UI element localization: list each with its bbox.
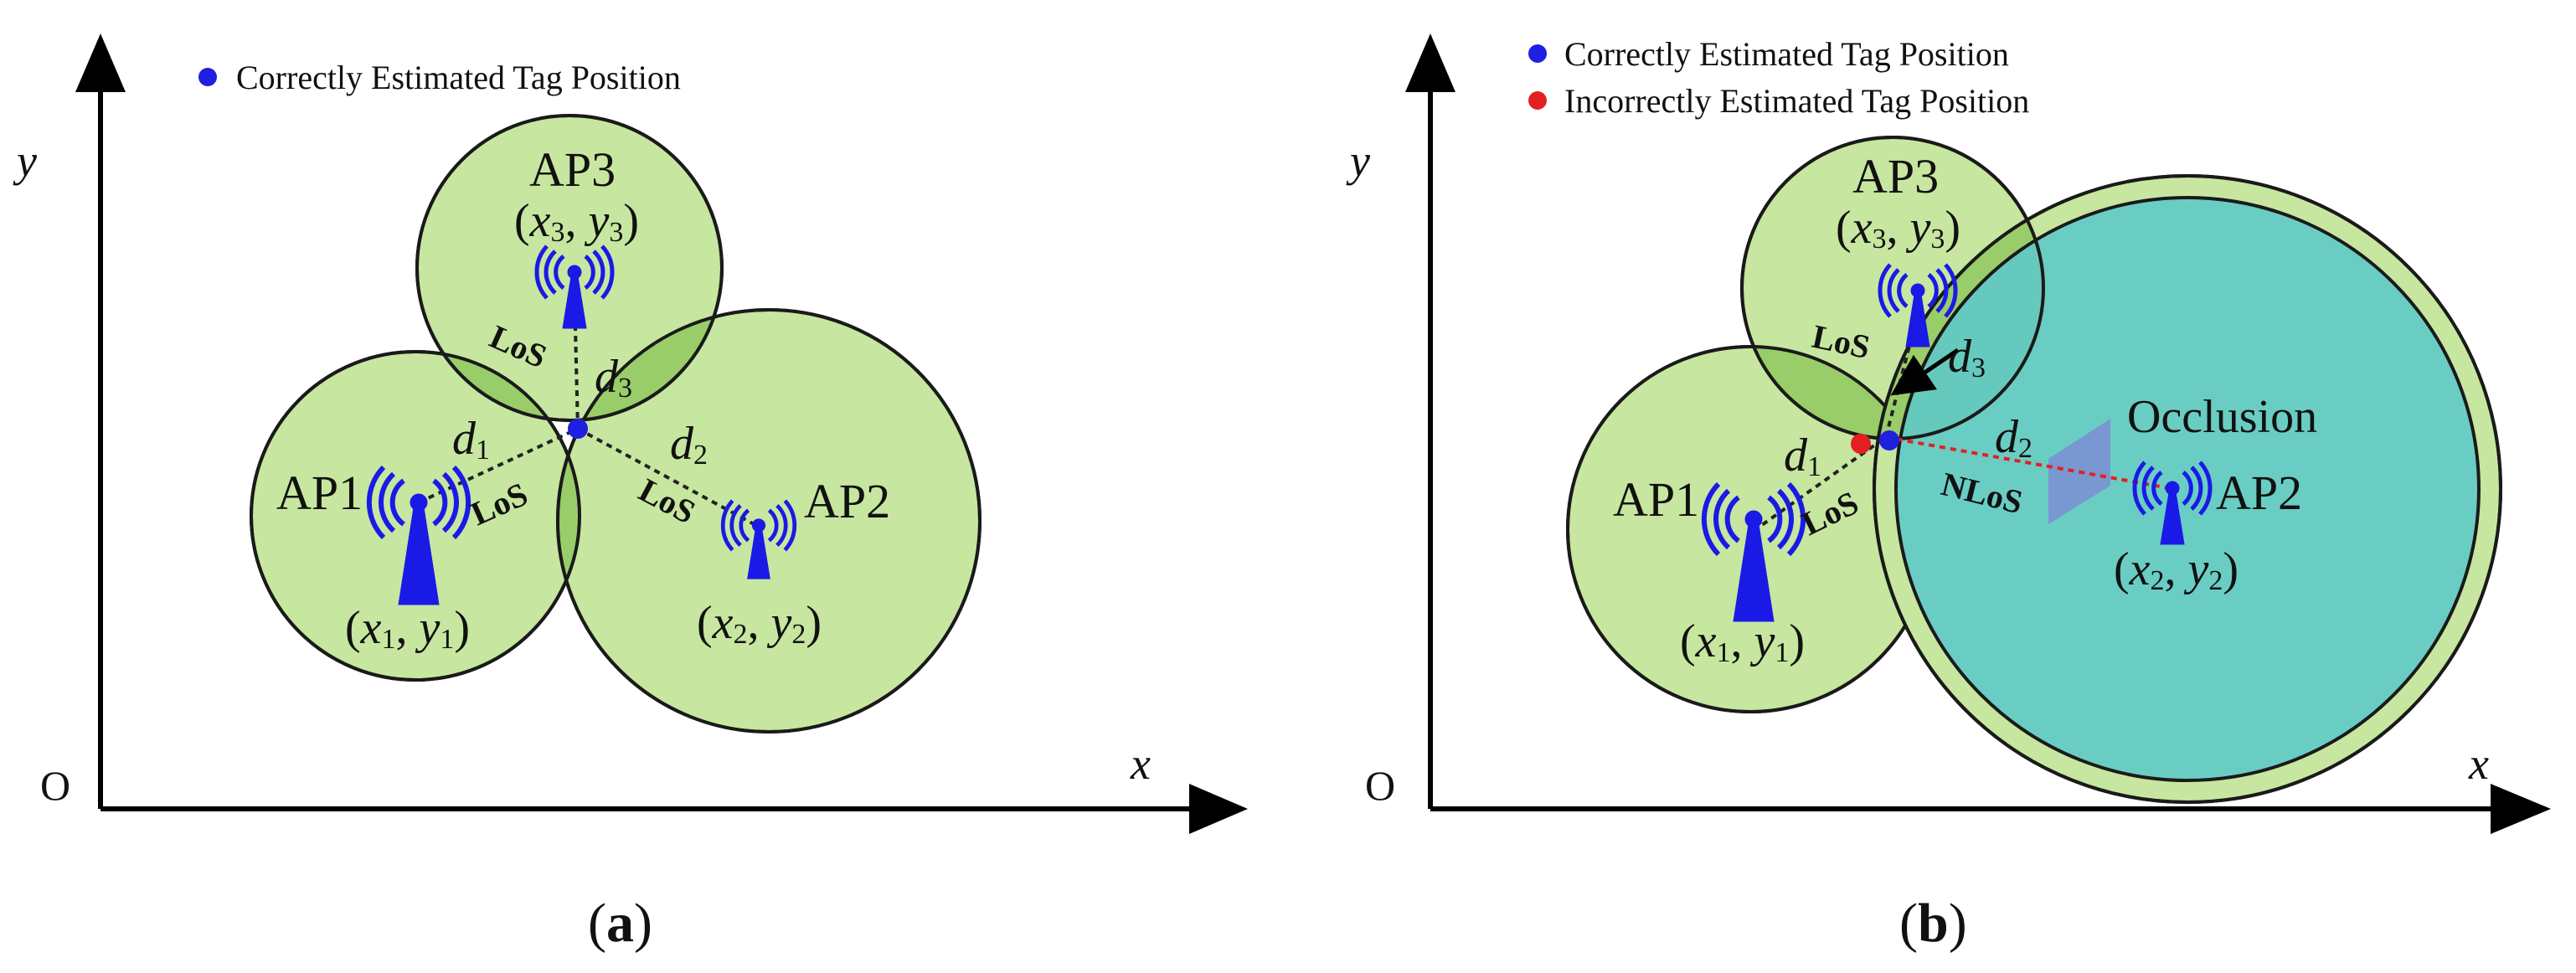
origin-label: O [40, 762, 70, 809]
ap2-nlos-range-circle [1894, 196, 2481, 782]
legend-correct-label: Correctly Estimated Tag Position [236, 59, 681, 96]
tag-position-incorrect [1851, 434, 1871, 454]
ap3-label: AP3 [529, 142, 616, 197]
d2-label: d2 [1995, 411, 2032, 464]
tag-position-correct [1879, 430, 1899, 450]
legend-correct-label: Correctly Estimated Tag Position [1564, 35, 2009, 73]
caption-b: (b) [1899, 893, 1967, 954]
y-axis-arrow [75, 33, 126, 92]
overlap-ap1-ap3 [1742, 347, 1933, 439]
occlusion-label: Occlusion [2127, 391, 2317, 443]
ap3-label: AP3 [1852, 149, 1939, 203]
y-axis-arrow [1405, 33, 1455, 92]
panel-a: O x y Correctly Estimated Tag Position A… [13, 33, 1248, 954]
caption-a: (a) [588, 893, 652, 954]
ap2-label: AP2 [804, 474, 890, 528]
legend-incorrect-marker [1528, 91, 1547, 110]
x-axis-arrow [1189, 784, 1248, 834]
origin-label: O [1365, 762, 1395, 809]
y-axis-label: y [13, 136, 37, 186]
d2-label: d2 [670, 418, 708, 471]
legend-correct-marker [1528, 44, 1547, 63]
ap1-label: AP1 [276, 466, 363, 520]
legend-correct-marker [198, 68, 217, 86]
y-axis-label: y [1346, 136, 1370, 186]
x-axis-label: x [2468, 739, 2489, 789]
panel-b: O x y Correctly Estimated Tag Position I… [1346, 33, 2551, 954]
d1-line [418, 427, 579, 504]
d3-arrow [1890, 348, 1960, 396]
ap2-label: AP2 [2216, 466, 2302, 520]
ap1-coordinates: (x1, y1) [345, 602, 470, 655]
legend-incorrect-label: Incorrectly Estimated Tag Position [1564, 82, 2029, 120]
tag-position-correct [568, 419, 588, 439]
x-axis-arrow [2491, 784, 2551, 834]
d2-line [577, 427, 758, 528]
ap1-label: AP1 [1613, 472, 1699, 527]
d2-nlos-line [1885, 435, 2175, 491]
d3-label: d3 [595, 351, 632, 404]
ap1-coordinates: (x1, y1) [1680, 615, 1805, 668]
ap2-coordinates: (x2, y2) [697, 597, 822, 650]
d1-label: d1 [1784, 430, 1821, 482]
d3-label: d3 [1948, 331, 1986, 384]
x-axis-label: x [1130, 739, 1151, 789]
d1-label: d1 [452, 413, 490, 466]
